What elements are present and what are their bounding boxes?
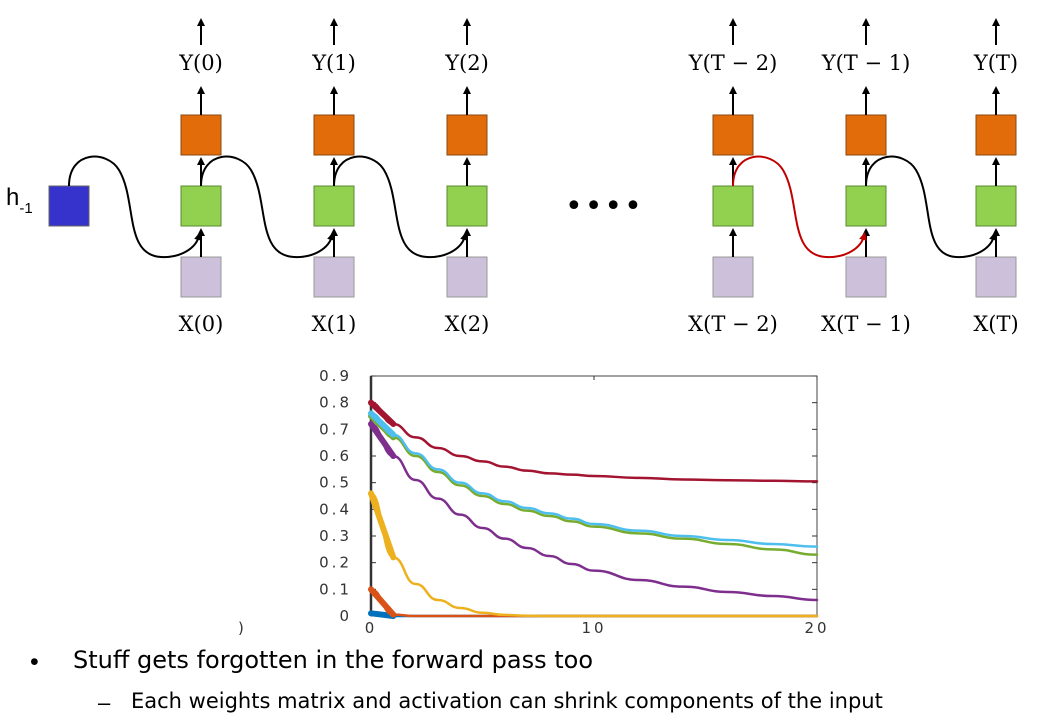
output-box bbox=[845, 114, 887, 156]
input-box bbox=[975, 256, 1017, 298]
y-tick-label: 0.5 bbox=[319, 474, 352, 492]
output-label: Y(1) bbox=[311, 51, 356, 75]
sub-bullet-marker: – bbox=[98, 690, 111, 715]
series-start-green bbox=[368, 413, 397, 441]
series-start-dark-red bbox=[368, 399, 397, 427]
hidden-state-box bbox=[180, 185, 222, 227]
input-label: X(T − 2) bbox=[688, 312, 778, 336]
series-line-cyan bbox=[369, 412, 819, 548]
input-label: X(T − 1) bbox=[821, 312, 911, 336]
hidden-state-box bbox=[975, 185, 1017, 227]
output-box bbox=[712, 114, 754, 156]
bullet-main: Stuff gets forgotten in the forward pass… bbox=[73, 646, 594, 674]
x-tick-label: 20 bbox=[804, 619, 829, 637]
output-label: Y(T − 1) bbox=[821, 51, 911, 75]
output-box bbox=[313, 114, 355, 156]
hidden-state-box bbox=[446, 185, 488, 227]
output-box bbox=[446, 114, 488, 156]
initial-state-box bbox=[48, 185, 90, 227]
y-tick-label: 0.7 bbox=[319, 420, 352, 438]
series-start-purple bbox=[368, 421, 397, 459]
series-start-blue bbox=[368, 610, 397, 619]
output-label: Y(0) bbox=[178, 51, 223, 75]
plot-area bbox=[370, 375, 818, 617]
input-box bbox=[845, 256, 887, 298]
y-tick-label: 0.3 bbox=[319, 527, 352, 545]
output-box bbox=[975, 114, 1017, 156]
recurrent-connection bbox=[333, 155, 468, 259]
series-line-yellow bbox=[369, 492, 819, 618]
initial-state-label: h-1 bbox=[6, 184, 33, 217]
recurrent-connection bbox=[865, 155, 997, 259]
series-line-dark-red bbox=[369, 401, 819, 483]
output-label: Y(T − 2) bbox=[688, 51, 778, 75]
y-tick-label: 0.8 bbox=[319, 394, 352, 412]
output-label: Y(2) bbox=[444, 51, 489, 75]
series-start-orange bbox=[368, 586, 397, 618]
input-box bbox=[180, 256, 222, 298]
input-label: X(T) bbox=[973, 312, 1018, 336]
series-line-blue bbox=[369, 612, 819, 618]
output-box bbox=[180, 114, 222, 156]
recurrent-connection bbox=[200, 155, 335, 259]
input-label: X(1) bbox=[312, 312, 357, 336]
x-tick-label: 10 bbox=[581, 619, 606, 637]
input-box bbox=[313, 256, 355, 298]
input-box bbox=[712, 256, 754, 298]
y-tick-label: 0.2 bbox=[319, 554, 352, 572]
ellipsis: •••• bbox=[565, 189, 644, 224]
input-box bbox=[446, 256, 488, 298]
series-line-green bbox=[369, 414, 819, 556]
recurrent-connection bbox=[68, 155, 202, 259]
y-tick-label: 0 bbox=[339, 607, 352, 625]
bullet-sub: Each weights matrix and activation can s… bbox=[131, 689, 883, 713]
stray-tick-label: ) bbox=[238, 619, 247, 637]
hidden-state-box bbox=[712, 185, 754, 227]
series-start-cyan bbox=[368, 410, 397, 438]
y-tick-label: 0.4 bbox=[319, 500, 352, 518]
input-label: X(0) bbox=[179, 312, 224, 336]
y-tick-label: 0.1 bbox=[319, 580, 352, 598]
series-start-yellow bbox=[368, 490, 397, 561]
rnn-unrolled-diagram: Y(0) X(0) Y(1) X(1) Y(2) X(2) Y(T − 2) X(T − 2)… bbox=[6, 18, 1019, 336]
bullet-marker: • bbox=[30, 648, 39, 676]
series-line-purple bbox=[369, 422, 819, 602]
x-tick-label: 0 bbox=[365, 619, 378, 637]
y-tick-label: 0.6 bbox=[319, 447, 352, 465]
highlighted-recurrent-connection bbox=[732, 155, 867, 259]
input-label: X(2) bbox=[445, 312, 490, 336]
output-label: Y(T) bbox=[973, 51, 1018, 75]
series-line-orange bbox=[369, 588, 819, 618]
hidden-state-box bbox=[845, 185, 887, 227]
hidden-state-box bbox=[313, 185, 355, 227]
y-tick-label: 0.9 bbox=[319, 367, 352, 385]
